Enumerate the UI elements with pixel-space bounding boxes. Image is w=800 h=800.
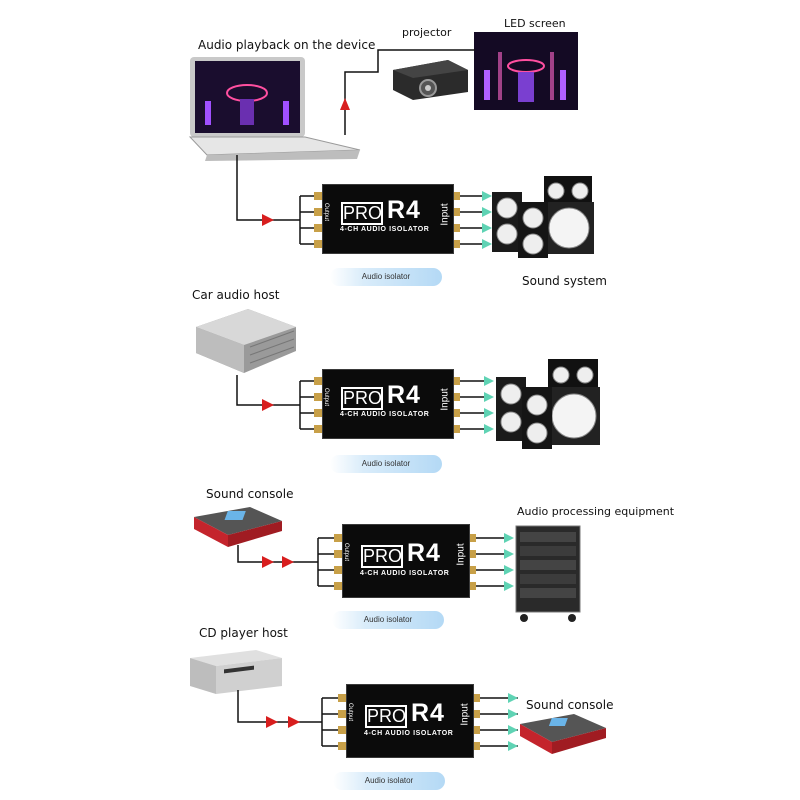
isolator-caption-2: Audio isolator: [330, 455, 442, 473]
isolator-subtitle: 4-CH AUDIO ISOLATOR: [360, 570, 450, 577]
isolator-input-label: Input: [459, 703, 471, 726]
isolator-input-label: Input: [455, 543, 467, 566]
laptop-image: [188, 57, 361, 161]
label-led-screen: LED screen: [504, 17, 566, 30]
isolator-model: R4: [411, 699, 445, 727]
led-screen-image: [474, 32, 578, 110]
isolator-caption-3: Audio isolator: [332, 611, 444, 629]
isolator-brand: PRO: [361, 545, 403, 568]
isolator-output-label: Output: [347, 702, 354, 722]
label-sound-console-output: Sound console: [526, 698, 614, 712]
isolator-model: R4: [387, 381, 421, 409]
label-cd-player-host: CD player host: [199, 626, 288, 640]
isolator-subtitle: 4-CH AUDIO ISOLATOR: [340, 411, 430, 418]
isolator-brand: PRO: [365, 705, 407, 728]
isolator-subtitle: 4-CH AUDIO ISOLATOR: [340, 226, 430, 233]
speaker-stack-image: [492, 176, 594, 258]
isolator-input-label: Input: [439, 388, 451, 411]
label-audio-processing: Audio processing equipment: [517, 505, 675, 518]
isolator-output-label: Output: [323, 387, 330, 407]
label-sound-system: Sound system: [522, 274, 607, 288]
label-sound-console: Sound console: [206, 487, 294, 501]
cd-player-image: [190, 650, 282, 694]
isolator-caption-1: Audio isolator: [330, 268, 442, 286]
isolator-box-4: PRO R4 4-CH AUDIO ISOLATOR Output Input: [346, 684, 474, 758]
isolator-brand: PRO: [341, 202, 383, 225]
isolator-brand: PRO: [341, 387, 383, 410]
isolator-output-label: Output: [343, 542, 350, 562]
label-projector: projector: [402, 26, 452, 39]
isolator-model: R4: [407, 539, 441, 567]
isolator-input-label: Input: [439, 203, 451, 226]
label-car-audio-host: Car audio host: [192, 288, 280, 302]
mixing-console-output-image: [520, 714, 606, 754]
isolator-subtitle: 4-CH AUDIO ISOLATOR: [364, 730, 454, 737]
isolator-box-2: PRO R4 4-CH AUDIO ISOLATOR Output Input: [322, 369, 454, 439]
isolator-box-3: PRO R4 4-CH AUDIO ISOLATOR Output Input: [342, 524, 470, 598]
isolator-caption-4: Audio isolator: [333, 772, 445, 790]
car-amplifier-image: [196, 309, 296, 373]
mixing-console-image: [194, 507, 282, 547]
label-audio-playback: Audio playback on the device: [198, 38, 376, 52]
projector-image: [393, 60, 468, 100]
isolator-box-1: PRO R4 4-CH AUDIO ISOLATOR Output Input: [322, 184, 454, 254]
speaker-stack-image-2: [496, 359, 600, 449]
equipment-rack-image: [515, 525, 581, 622]
isolator-output-label: Output: [323, 202, 330, 222]
isolator-model: R4: [387, 196, 421, 224]
